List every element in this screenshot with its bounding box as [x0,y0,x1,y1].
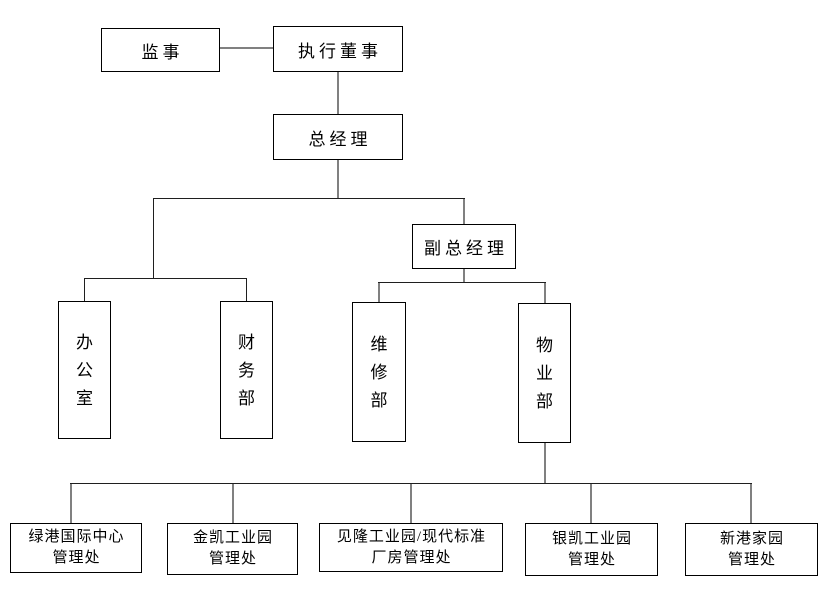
node-finance-dept-label: 财务部 [238,332,255,408]
node-deputy-general-manager-label: 副总经理 [424,239,508,258]
connector-rail-deputy [463,198,465,224]
connector-deputy-rail [463,269,465,283]
node-jinkai-office: 金凯工业园 管理处 [167,523,298,575]
node-executive-director-label: 执行董事 [298,41,382,61]
node-office: 办公室 [58,301,111,439]
node-executive-director: 执行董事 [273,26,403,72]
connector-director-gm [337,72,339,114]
connector-gm-rail [337,160,339,199]
connector-rail-lvgang [70,483,72,523]
connector-rail-jinkai [232,483,234,523]
node-maintenance-dept: 维修部 [352,302,406,442]
connector-rail-yinkai [590,483,592,523]
connector-property-rail [544,443,546,483]
node-lvgang-office-label: 绿港国际中心 管理处 [28,529,125,566]
node-supervisor: 监事 [101,28,220,72]
node-deputy-general-manager: 副总经理 [412,224,516,269]
connector-rail-left-drop [153,198,154,278]
node-yinkai-office-label: 银凯工业园 管理处 [551,530,632,568]
node-property-dept: 物业部 [518,303,571,443]
node-xingang-office: 新港家园 管理处 [685,523,818,576]
node-yinkai-office: 银凯工业园 管理处 [525,523,658,576]
node-maintenance-dept-label: 维修部 [370,334,388,410]
connector-rail-maintenance [378,282,380,302]
connector-rail-deputy-children [378,282,546,283]
connector-rail-finance-drop [246,278,247,301]
connector-rail-xingang [750,483,752,523]
node-supervisor-label: 监事 [141,42,184,62]
node-jianlong-office-label: 见隆工业园/现代标准 厂房管理处 [336,528,487,566]
connector-supervisor-director [220,47,273,49]
connector-rail-property-children [70,483,752,484]
node-jinkai-office-label: 金凯工业园 管理处 [192,530,273,567]
connector-rail-office-finance [84,278,247,279]
node-general-manager: 总经理 [273,114,403,160]
connector-rail-property [544,282,546,303]
connector-rail-jianlong [410,483,412,523]
node-finance-dept: 财务部 [220,301,273,439]
node-office-label: 办公室 [76,332,93,408]
node-lvgang-office: 绿港国际中心 管理处 [10,523,142,573]
node-jianlong-office: 见隆工业园/现代标准 厂房管理处 [319,523,503,572]
node-general-manager-label: 总经理 [308,129,372,149]
connector-rail-gm-children [153,198,465,199]
connector-rail-office-drop [84,278,85,301]
node-property-dept-label: 物业部 [536,335,553,411]
node-xingang-office-label: 新港家园 管理处 [719,530,784,568]
